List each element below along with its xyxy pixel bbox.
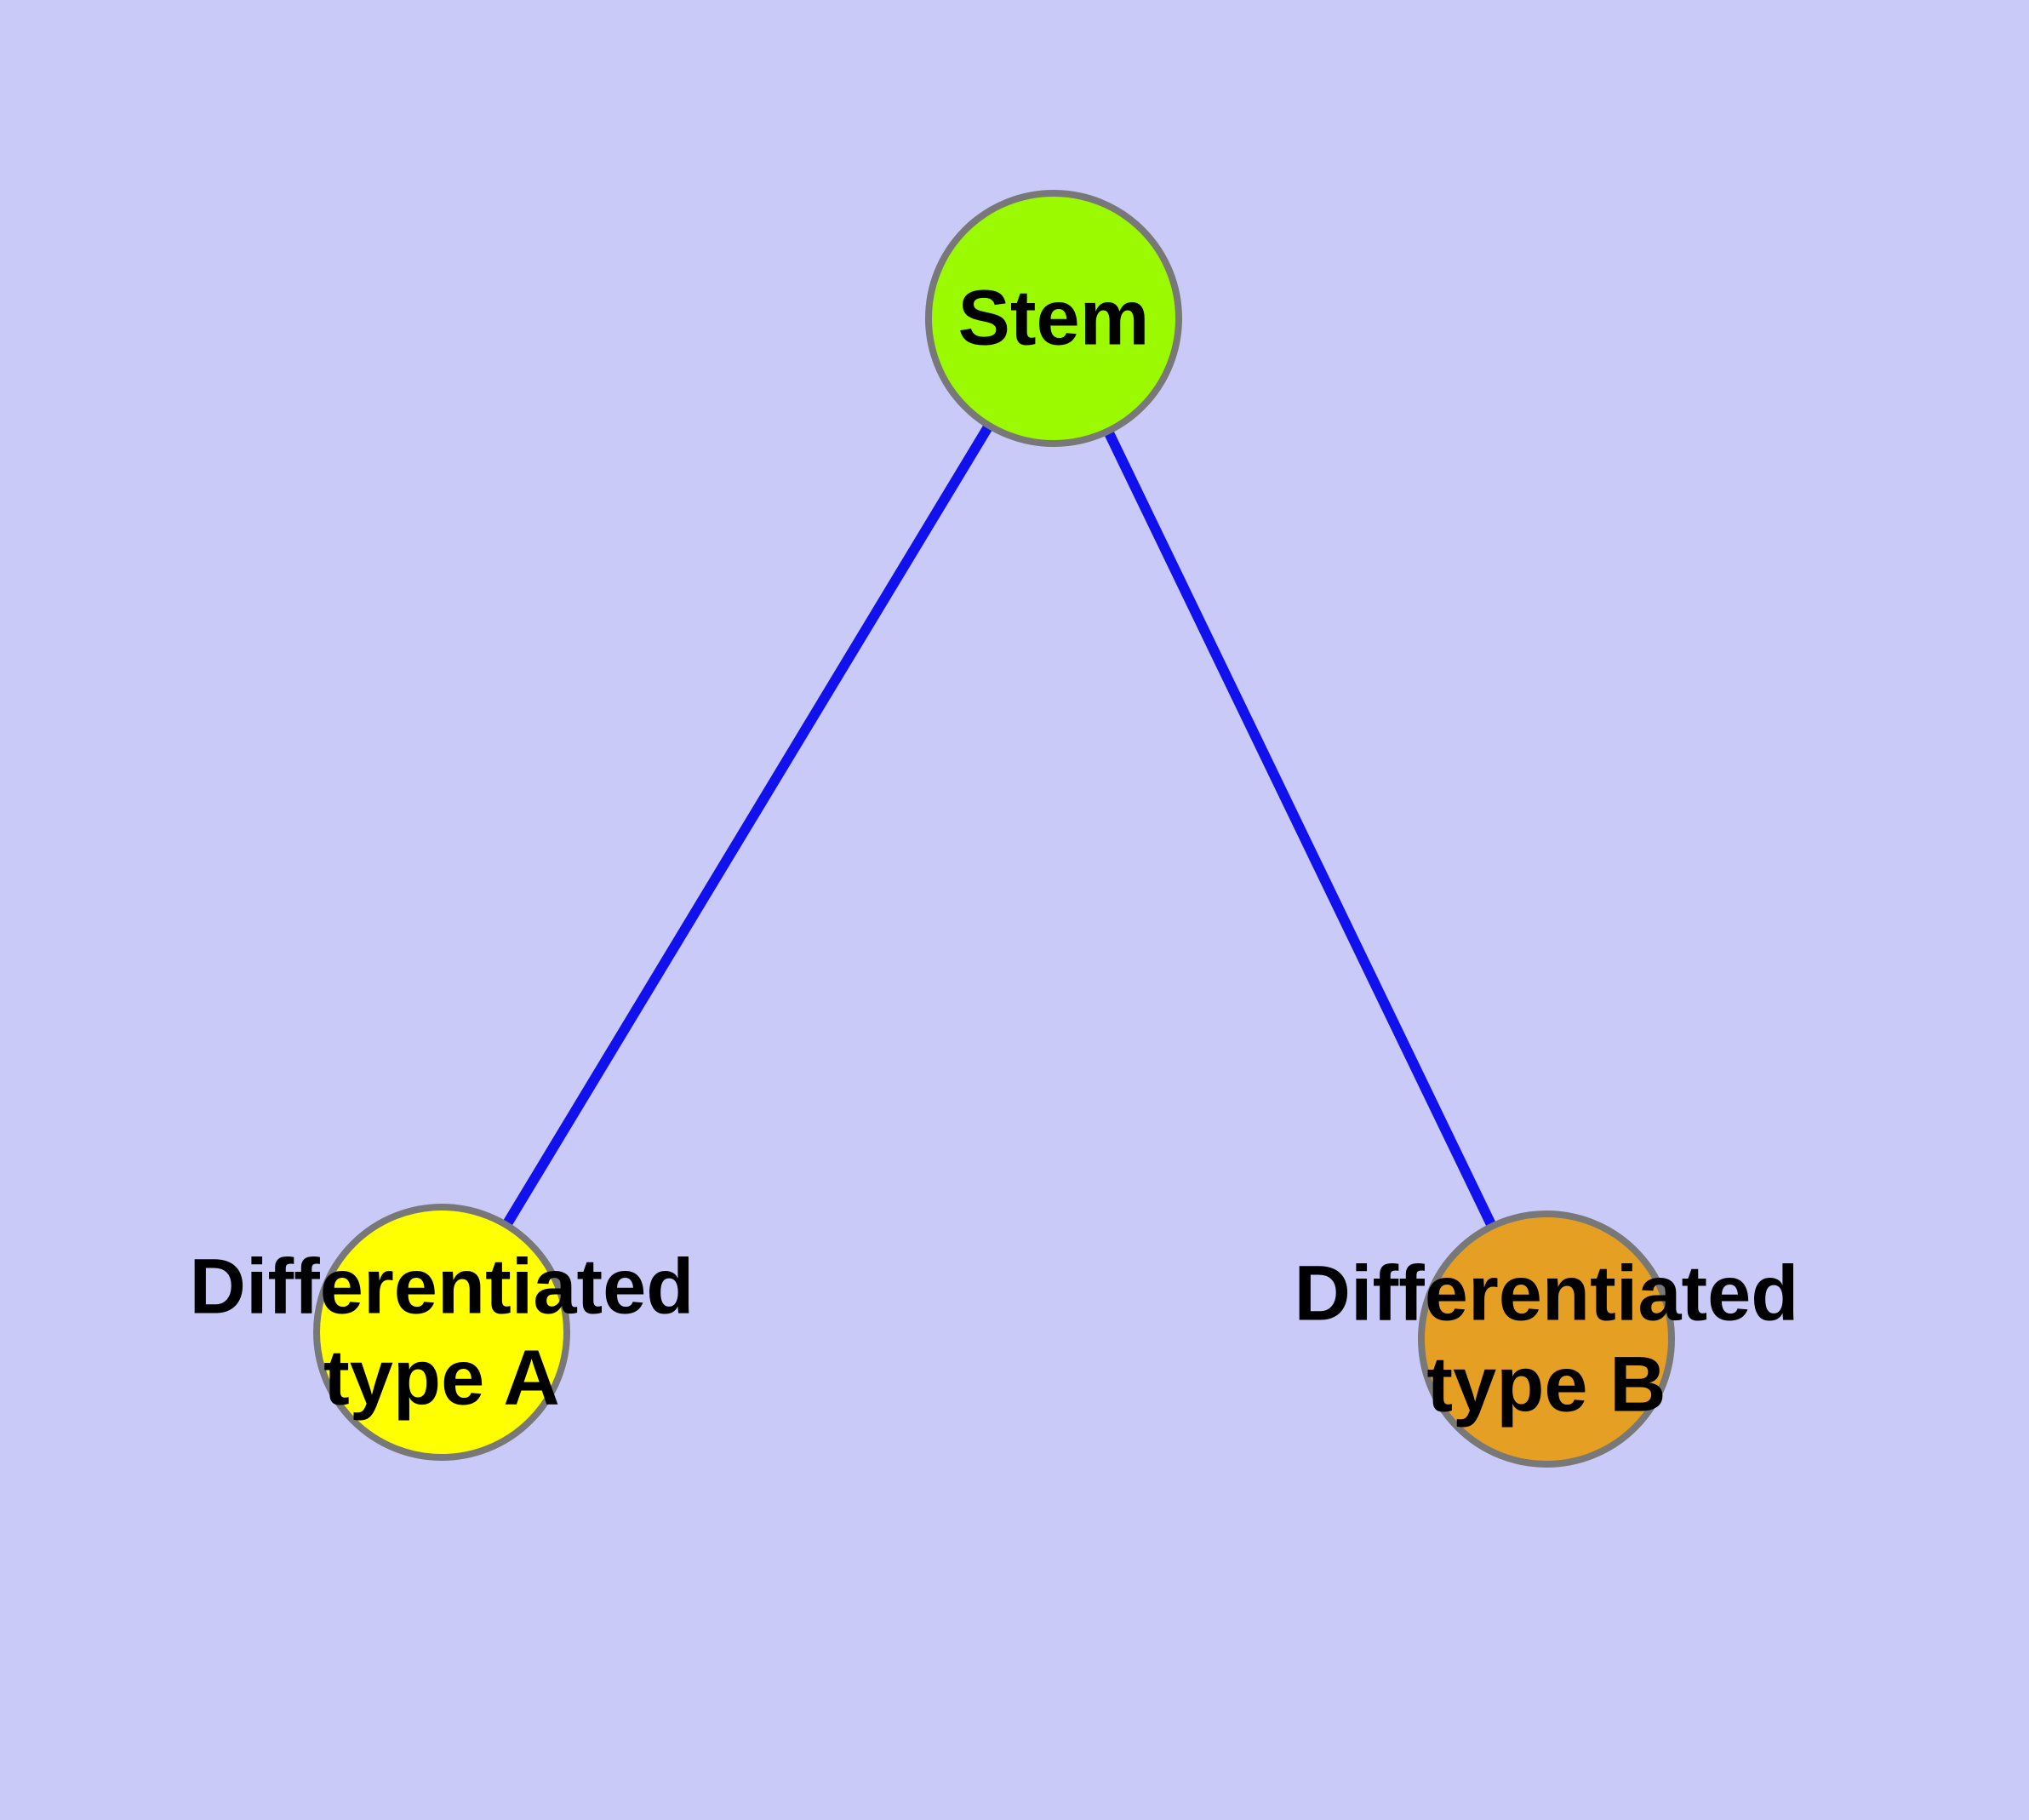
edge-stem-to-differentiated-type-b	[1049, 316, 1552, 1342]
node-stem	[925, 190, 1182, 447]
edge-stem-to-differentiated-type-a	[437, 315, 1059, 1336]
node-differentiated-type-a	[313, 1204, 570, 1461]
node-differentiated-type-b	[1418, 1210, 1675, 1468]
nodes-layer	[313, 190, 1675, 1468]
edges-layer	[437, 315, 1552, 1342]
